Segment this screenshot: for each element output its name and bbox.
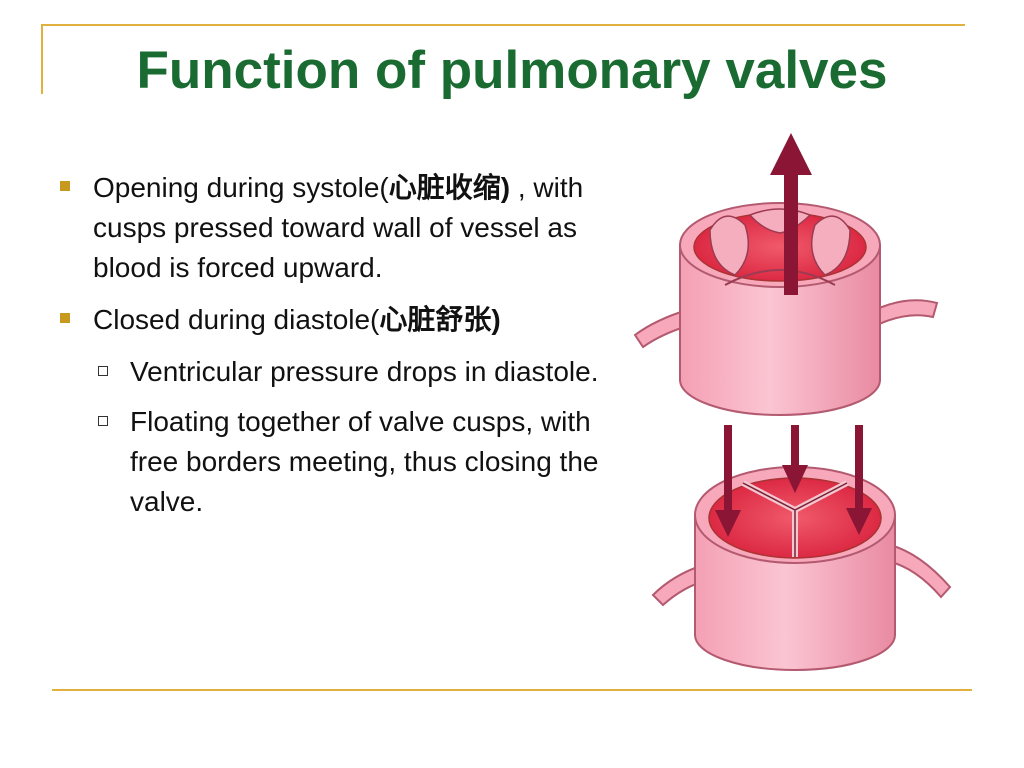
down-arrow-center-icon (782, 465, 808, 493)
square-bullet-icon (60, 181, 70, 191)
down-arrow-right-shaft (855, 425, 863, 515)
square-bullet-icon (60, 313, 70, 323)
bullet-text: Opening during systole( (93, 172, 389, 203)
bottom-rule (52, 689, 972, 691)
valve-diagram (633, 133, 952, 671)
left-rule (41, 24, 43, 94)
down-arrow-center-shaft (791, 425, 799, 470)
right-vessel-branch (873, 299, 939, 327)
down-arrow-right-icon (846, 508, 872, 535)
chinese-term: 心脏舒张 (379, 303, 492, 336)
up-arrow-icon (770, 133, 812, 175)
bullet-list: Opening during systole(心脏收缩) , with cusp… (56, 168, 636, 532)
box-bullet-icon (98, 416, 108, 426)
open-cusp-edge (724, 269, 836, 286)
down-arrow-left-shaft (724, 425, 732, 517)
bullet-opening: Opening during systole(心脏收缩) , with cusp… (56, 168, 636, 288)
box-bullet-icon (98, 366, 108, 376)
open-cusp-right (810, 215, 851, 276)
sub-bullet-pressure: Ventricular pressure drops in diastole. (56, 352, 636, 392)
sub-bullet-floating: Floating together of valve cusps, with f… (56, 402, 636, 522)
cusp-borders (742, 482, 848, 557)
slide-title: Function of pulmonary valves (136, 41, 888, 100)
close-paren: ) (491, 304, 501, 335)
open-valve (633, 133, 939, 416)
chinese-term: 心脏收缩 (388, 171, 501, 204)
closed-valve (651, 425, 952, 671)
bullet-closed: Closed during diastole(心脏舒张) (56, 300, 636, 340)
open-vessel-wall (679, 244, 881, 416)
bullet-trail: , with cusps pressed toward wall of vess… (93, 172, 584, 283)
up-arrow-shaft (784, 170, 798, 295)
right-vessel-branch (885, 543, 952, 599)
down-arrow-left-icon (715, 510, 741, 537)
top-rule (41, 24, 965, 26)
sub-bullet-text: Floating together of valve cusps, with f… (130, 406, 599, 517)
open-cusp-left (709, 215, 750, 276)
sub-bullet-text: Ventricular pressure drops in diastole. (130, 356, 599, 387)
bullet-text: Closed during diastole( (93, 304, 380, 335)
close-paren: ) (500, 172, 511, 203)
